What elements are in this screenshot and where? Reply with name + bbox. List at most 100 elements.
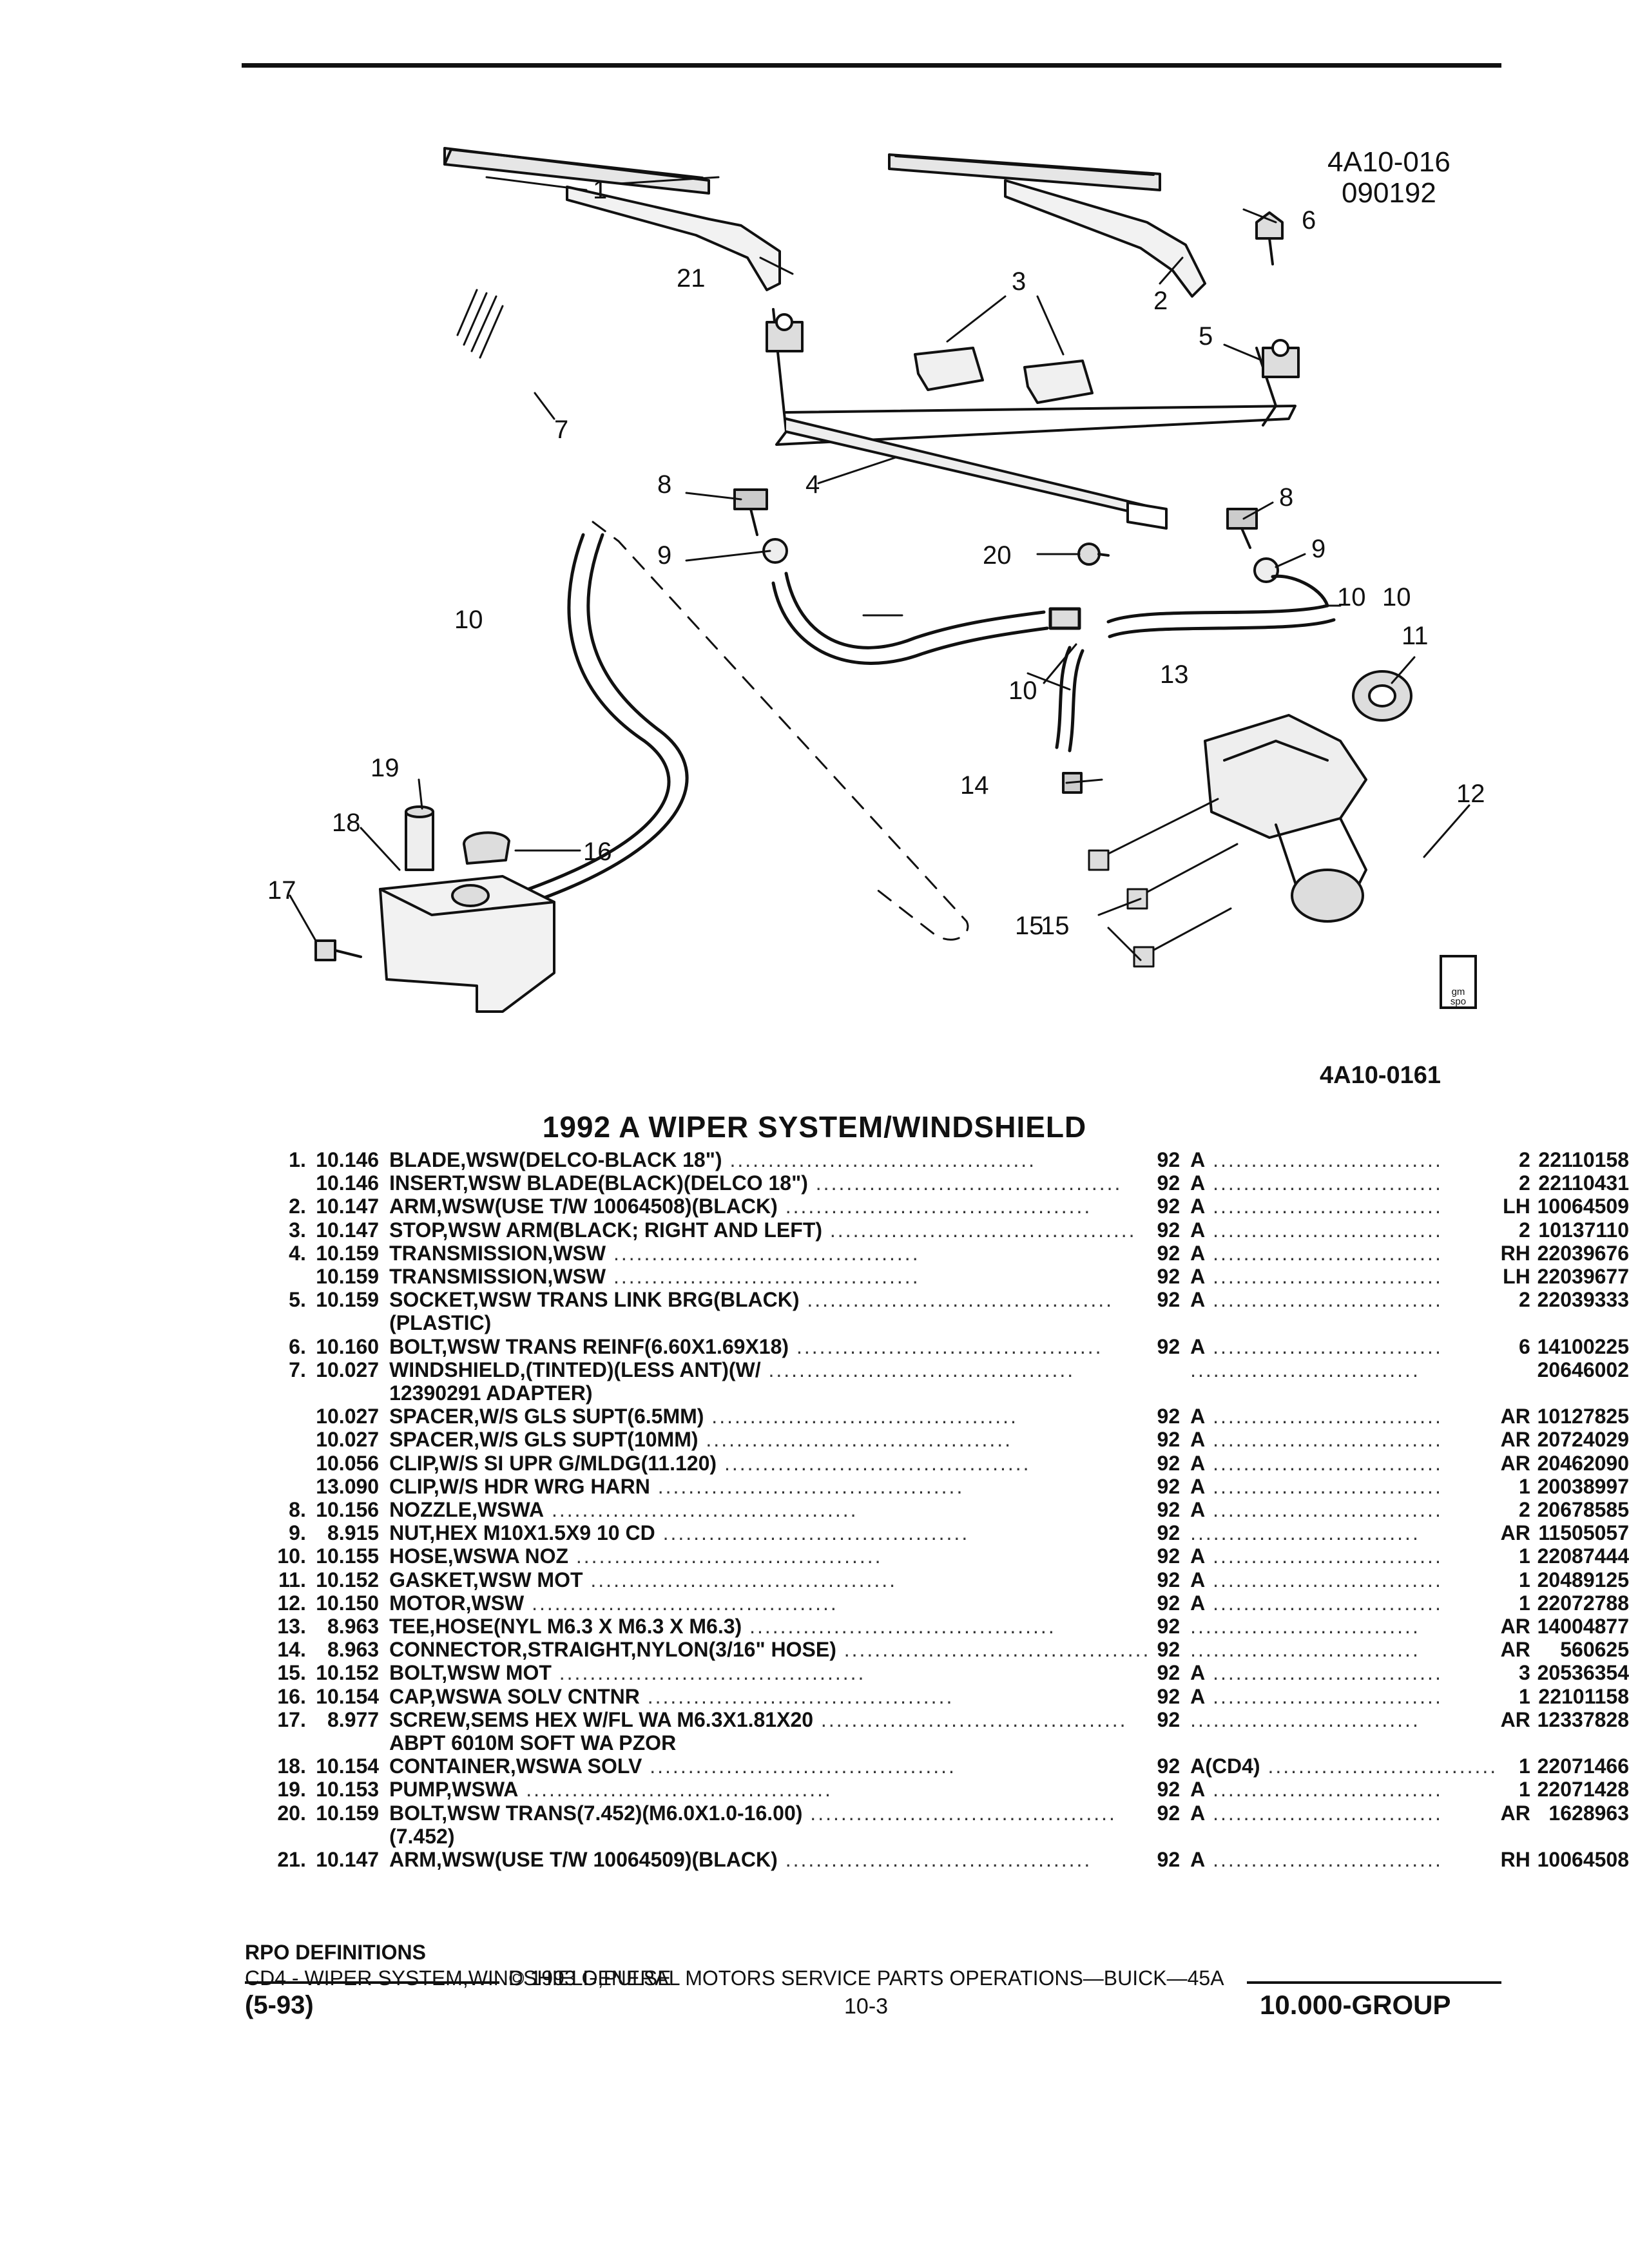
series-code: A ..............................: [1190, 1195, 1498, 1218]
callout-2: 2: [1153, 287, 1168, 315]
series-code: A ..............................: [1190, 1661, 1498, 1684]
part-name: TRANSMISSION: [389, 1265, 548, 1289]
part-detail: ,WSWA NOZ: [447, 1544, 568, 1568]
model-year: 92: [1157, 1288, 1181, 1312]
leader-dots: ..............................: [1190, 1358, 1420, 1381]
part-name: ARM: [389, 1195, 436, 1218]
hose-routing-dashed: [592, 521, 969, 941]
callout-7: 7: [554, 416, 568, 444]
group-number: 10.150: [316, 1591, 380, 1615]
part-detail: ,WSW ARM(BLACK; RIGHT AND LEFT): [442, 1218, 823, 1242]
quantity: [1498, 1358, 1530, 1381]
logo-line2: spo: [1450, 996, 1467, 1007]
part-detail: ,SEMS HEX W/FL WA M6.3X1.81X20: [465, 1707, 814, 1731]
group-number: 10.153: [316, 1778, 380, 1802]
group-number: 8.977: [327, 1707, 380, 1731]
leader-dots: ........................................: [802, 1801, 1117, 1825]
exploded-diagram: 1 2 3 4 5 6 7 8 8 9 9 10 10 10 10 11 12 …: [232, 97, 1501, 1050]
model-year: [1150, 1381, 1190, 1405]
series-value: A: [1190, 1405, 1206, 1428]
model-year: 92: [1157, 1568, 1181, 1591]
part-description: CONNECTOR,STRAIGHT,NYLON(3/16" HOSE) ...…: [389, 1638, 1150, 1661]
part-description: TRANSMISSION,WSW .......................…: [389, 1265, 1150, 1288]
right-wiper-blade: [888, 153, 1161, 191]
item-number: [271, 1171, 306, 1195]
part-detail: ,W/S GLS SUPT(10MM): [474, 1428, 699, 1452]
footer-group: 10.000-GROUP: [1260, 1990, 1451, 2020]
callout-5: 5: [1199, 322, 1213, 351]
series-code: A ..............................: [1190, 1265, 1498, 1288]
quantity: 1: [1519, 1544, 1530, 1568]
motor-gasket: [1352, 670, 1412, 722]
part-detail: ,WSW: [547, 1241, 606, 1265]
leader-dots: ..............................: [1205, 1195, 1443, 1218]
item-number: [271, 1265, 306, 1288]
model-year: [1150, 1731, 1190, 1754]
part-number: 22072788: [1537, 1591, 1629, 1615]
motor-bolts: [1088, 798, 1239, 968]
quantity: AR: [1500, 1707, 1530, 1731]
model-year: 92: [1157, 1591, 1181, 1615]
series-code: A ..............................: [1190, 1498, 1498, 1521]
part-number: 20038997: [1537, 1474, 1629, 1498]
part-detail: ,HEX M10X1.5X9 10 CD: [429, 1521, 655, 1545]
part-detail: ,WSW: [547, 1265, 606, 1289]
series-code: ..............................: [1190, 1358, 1498, 1381]
quantity: [1498, 1731, 1530, 1754]
item-number: [271, 1311, 306, 1334]
top-rule: [242, 63, 1501, 68]
item-number: 2.: [289, 1195, 306, 1218]
part-number: 14004877: [1537, 1615, 1629, 1639]
part-detail: ,WSW MOT: [441, 1661, 552, 1685]
group-number: 10.160: [316, 1334, 380, 1358]
series-value: A: [1190, 1334, 1206, 1358]
rpo-heading: RPO DEFINITIONS: [245, 1941, 426, 1964]
nozzle-right: [1226, 508, 1258, 549]
quantity: 2: [1519, 1218, 1530, 1242]
callout-9a: 9: [657, 541, 671, 570]
callout-15a: 15: [1015, 912, 1044, 940]
part-number: 22071466: [1537, 1754, 1629, 1778]
footer-copyright: © 1993 GENERAL MOTORS SERVICE PARTS OPER…: [509, 1966, 1224, 1990]
series-code: A ..............................: [1190, 1848, 1498, 1871]
quantity: LH: [1503, 1195, 1530, 1218]
washer-hoses: [488, 533, 1336, 920]
part-number: [1530, 1731, 1629, 1754]
group-number: 10.027: [316, 1358, 380, 1381]
quantity: RH: [1500, 1241, 1530, 1265]
part-name: SPACER: [389, 1405, 474, 1428]
quantity: AR: [1500, 1405, 1530, 1428]
part-detail: ,W/S GLS SUPT(6.5MM): [474, 1405, 704, 1428]
right-pivot: [1262, 339, 1300, 378]
part-description: TRANSMISSION,WSW .......................…: [389, 1242, 1150, 1265]
group-number: 10.154: [316, 1684, 380, 1708]
part-description: BLADE,WSW(DELCO-BLACK 18") .............…: [389, 1148, 1150, 1171]
item-number: [271, 1405, 306, 1428]
part-name: STOP: [389, 1218, 443, 1242]
leader-dots: ..............................: [1190, 1615, 1420, 1639]
part-name: PUMP: [389, 1778, 447, 1802]
model-year: 92: [1157, 1451, 1181, 1475]
group-number: 10.159: [316, 1801, 380, 1825]
group-number: 8.915: [327, 1521, 380, 1545]
part-description: (PLASTIC): [389, 1311, 1150, 1334]
series-code: A ..............................: [1190, 1475, 1498, 1498]
part-name: BOLT: [389, 1661, 442, 1685]
item-number: 14.: [277, 1638, 306, 1662]
model-year: 92: [1157, 1521, 1181, 1545]
part-name: CONNECTOR: [389, 1638, 522, 1662]
table-row: ABPT 6010M SOFT WA PZOR: [271, 1731, 1629, 1754]
callout-19: 19: [371, 754, 400, 782]
part-number: 20678585: [1537, 1498, 1629, 1522]
series-value: A: [1190, 1474, 1206, 1498]
series-code: A ..............................: [1190, 1591, 1498, 1615]
part-number: 20724029: [1537, 1428, 1629, 1452]
part-description: BOLT,WSW MOT ...........................…: [389, 1661, 1150, 1684]
